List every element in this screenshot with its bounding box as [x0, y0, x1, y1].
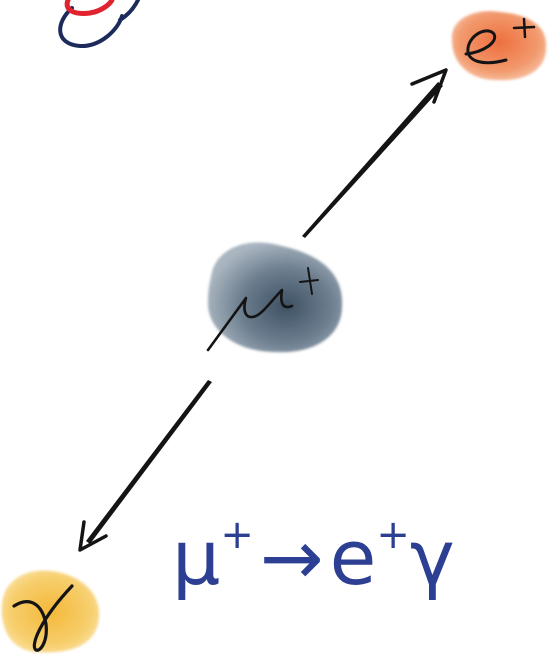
equation-product-1-charge: +: [376, 512, 410, 558]
equation-product-2: γ: [410, 513, 455, 602]
positron-plus-glyph: [512, 17, 536, 39]
partial-logo: [58, 0, 140, 49]
decay-equation: μ+→e+γ: [172, 512, 455, 602]
muon-label: [206, 267, 319, 352]
equation-parent-charge: +: [220, 512, 254, 558]
muon-mu-glyph: [206, 288, 294, 352]
equation-parent: μ: [172, 513, 220, 602]
positron-label: [464, 17, 536, 65]
equation-arrow: →: [260, 513, 324, 602]
positron-e-glyph: [464, 29, 508, 65]
muon-plus-glyph: [299, 267, 319, 295]
positron-track-arrow: [302, 68, 448, 238]
photon-track-arrow: [78, 380, 212, 552]
positron-blob: [451, 11, 547, 81]
equation-product-1: e: [330, 513, 377, 602]
photon-gamma-glyph: [12, 584, 74, 652]
